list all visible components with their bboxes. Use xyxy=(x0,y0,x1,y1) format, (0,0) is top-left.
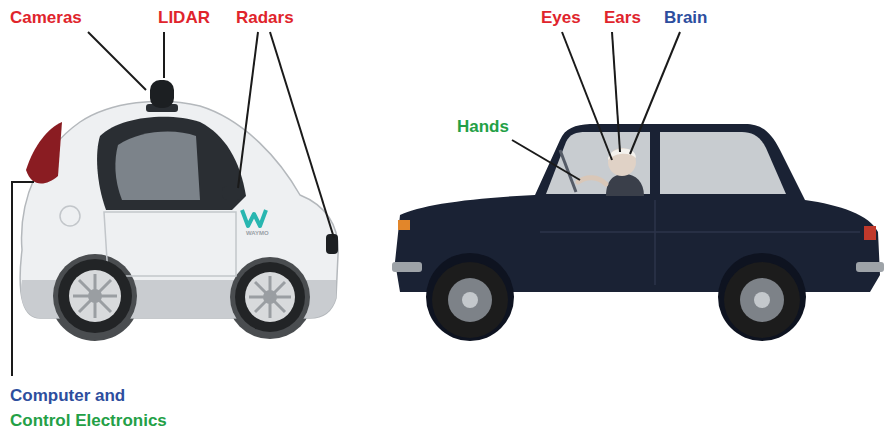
self-driving-car xyxy=(20,80,338,341)
callout-label: Cameras xyxy=(10,8,82,28)
callout-label: Radars xyxy=(236,8,294,28)
logo-text: WAYMO xyxy=(246,230,269,237)
rim xyxy=(448,278,492,322)
callout-label: Hands xyxy=(457,117,509,137)
tire xyxy=(58,259,132,333)
wheel-arch xyxy=(53,254,137,338)
leader-line xyxy=(270,32,334,238)
driver-hand xyxy=(578,178,606,184)
bumper xyxy=(856,262,884,272)
front-radar xyxy=(326,234,338,254)
callout-label: Control Electronics xyxy=(10,411,167,431)
fuel-cap xyxy=(60,206,80,226)
tail-light xyxy=(26,122,62,184)
hub xyxy=(462,292,478,308)
leader-line xyxy=(612,32,620,152)
human-driven-car xyxy=(392,124,884,341)
rim-spokes xyxy=(73,274,291,318)
leader-line xyxy=(238,32,258,188)
wheel-arch xyxy=(230,257,310,337)
bumper xyxy=(392,262,422,272)
leader-line xyxy=(512,140,580,180)
leader-line xyxy=(562,32,612,160)
indicator xyxy=(398,220,410,230)
bracket-line xyxy=(12,182,34,376)
window-glass xyxy=(115,131,200,200)
window-pillar xyxy=(650,130,660,196)
leader-line xyxy=(163,32,165,78)
rim xyxy=(245,272,295,322)
tail-light xyxy=(864,226,876,240)
steering-wheel xyxy=(560,150,576,192)
lidar-dome xyxy=(150,80,174,108)
callout-label: Ears xyxy=(604,8,641,28)
leader-line xyxy=(88,32,146,90)
hub xyxy=(754,292,770,308)
wheel-arch xyxy=(718,253,806,341)
body-crease xyxy=(540,231,860,233)
wheel-arch xyxy=(426,253,514,341)
window xyxy=(97,117,246,210)
mirror xyxy=(222,186,242,200)
leader-lines xyxy=(12,32,680,376)
callout-label: Eyes xyxy=(541,8,581,28)
rim xyxy=(69,270,121,322)
door-outline xyxy=(104,212,236,276)
door-seam xyxy=(654,200,656,285)
rear-window xyxy=(660,132,786,194)
tire xyxy=(432,262,508,338)
callout-label: LIDAR xyxy=(158,8,210,28)
leader-line xyxy=(630,32,680,154)
callout-label: Computer and xyxy=(10,386,125,406)
tire xyxy=(724,262,800,338)
tire xyxy=(235,262,305,332)
rim xyxy=(740,278,784,322)
waymo-logo xyxy=(242,210,266,226)
driver-body xyxy=(606,174,644,196)
callout-label: Brain xyxy=(664,8,707,28)
